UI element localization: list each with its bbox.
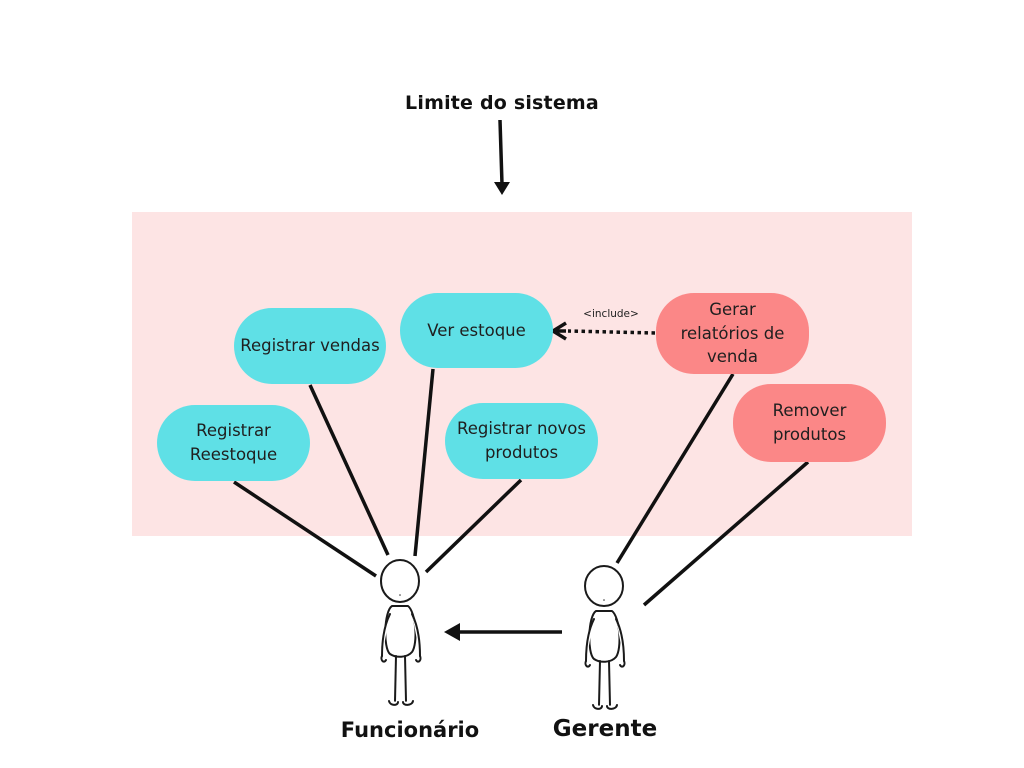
generalization-arrowhead xyxy=(444,623,460,641)
assoc-funcionario-registrar-vendas xyxy=(308,384,390,556)
usecase-remover-produtos: Remover produtos xyxy=(733,384,886,462)
include-label: <include> xyxy=(583,308,639,320)
assoc-funcionario-registrar-reestoque xyxy=(233,480,377,578)
boundary-pointer-arrowhead xyxy=(494,182,510,195)
assoc-gerente-gerar-relatorios xyxy=(615,373,735,564)
system-boundary-title: Limite do sistema xyxy=(405,92,599,114)
funcionario-label: Funcionário xyxy=(340,718,480,742)
include-dependency-arrowhead xyxy=(552,321,567,341)
funcionario-actor-icon xyxy=(380,559,422,706)
usecase-gerar-relatorios: Gerar relatórios de venda xyxy=(656,293,809,374)
usecase-registrar-vendas: Registrar vendas xyxy=(234,308,386,384)
assoc-gerente-remover-produtos xyxy=(642,460,810,607)
assoc-funcionario-ver-estoque xyxy=(413,368,435,557)
usecase-registrar-novos-produtos: Registrar novos produtos xyxy=(445,403,598,479)
boundary-pointer-arrow xyxy=(498,119,504,185)
gerente-label: Gerente xyxy=(552,716,658,742)
assoc-funcionario-registrar-novos-produtos xyxy=(424,478,523,574)
usecase-registrar-reestoque: Registrar Reestoque xyxy=(157,405,310,481)
gerente-actor-icon xyxy=(584,565,626,710)
include-dependency-line xyxy=(567,329,656,335)
usecase-ver-estoque: Ver estoque xyxy=(400,293,553,368)
